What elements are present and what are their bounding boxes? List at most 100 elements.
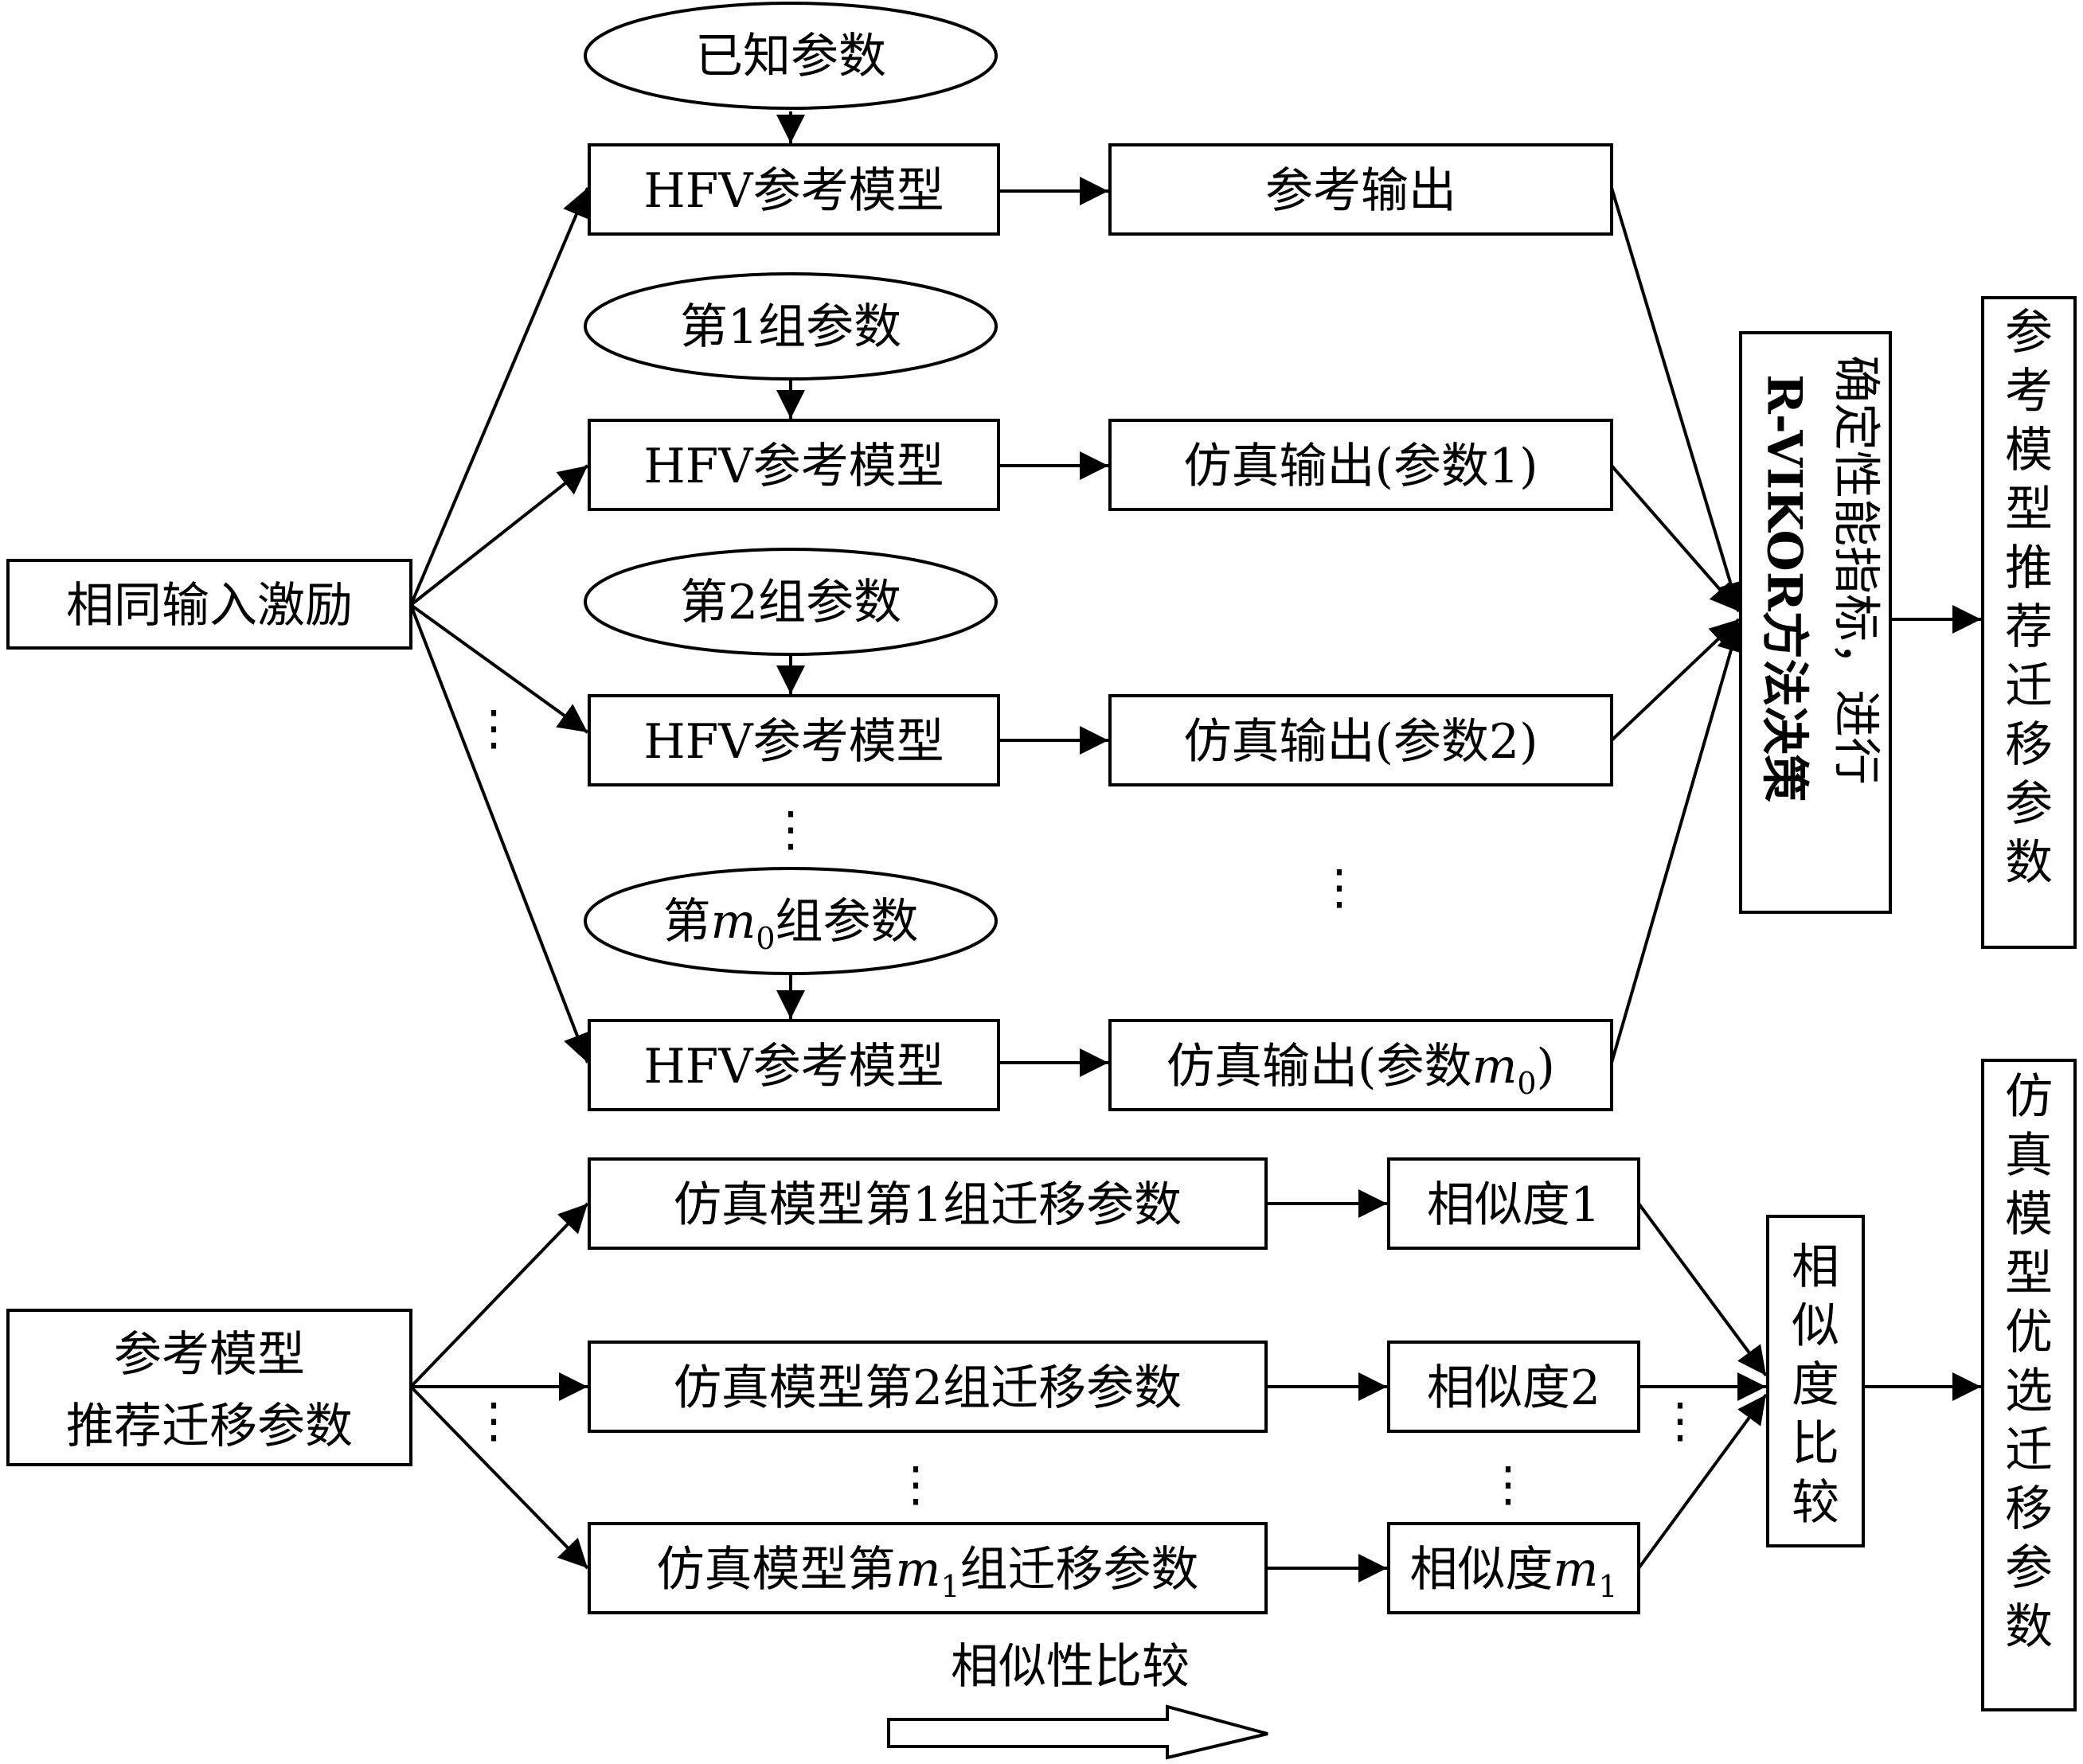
vertical-char: 参: [2005, 1540, 2053, 1596]
edge-sim-output2-to-decision: [1610, 618, 1741, 742]
ref-recommend-box: [6, 1309, 412, 1466]
ellipsis-upper-middle: ⋮: [767, 802, 815, 857]
vertical-char: 仿: [2005, 1069, 2053, 1125]
lower-edges: [409, 1189, 1981, 1583]
ref-recommend-line-2: 推荐迁移参数: [66, 1399, 353, 1454]
vertical-char: 数: [2005, 1599, 2053, 1655]
similarity-compare-box: [1766, 1215, 1865, 1547]
ellipsis-upper-right: ⋮: [1315, 860, 1363, 915]
vertical-char: 推: [2005, 541, 2053, 596]
sim-group-m1-box: [588, 1522, 1268, 1614]
sim-group-m1-prefix: 仿真模型第: [656, 1542, 895, 1598]
similarity2-box: [1387, 1341, 1640, 1433]
decision-line-2: R-VIKOR方法决策: [1757, 374, 1812, 802]
sim-output-m0-box: [1108, 1019, 1613, 1111]
vertical-char: 度: [1792, 1357, 1839, 1413]
hfv-model-label-1: HFV参考模型: [643, 439, 944, 494]
recommend-params-box: [1981, 296, 2077, 949]
edge-ref-output-to-decision: [1610, 187, 1745, 612]
hollow-right-arrow: [887, 1704, 1268, 1760]
sim-group2-box: [588, 1341, 1268, 1433]
vertical-char: 荐: [2005, 599, 2053, 655]
edge-input-to-model-m0: [409, 604, 591, 1063]
similarity1-box: [1387, 1157, 1640, 1250]
known-params-ellipse: [584, 2, 998, 110]
hfv-model-label-2: HFV参考模型: [643, 714, 944, 770]
group-m0-params-ellipse: [584, 867, 998, 975]
sim-output1-box: [1108, 419, 1613, 511]
sim-group2-label: 仿真模型第2组迁移参数: [674, 1360, 1182, 1416]
sim-group-m1-sub: 1: [940, 1569, 959, 1604]
decision-line-1: 确定性能指标，进行: [1827, 355, 1883, 785]
ref-recommend-line-1: 参考模型: [114, 1327, 305, 1383]
vertical-char: 相: [1792, 1239, 1839, 1295]
same-input-label: 相同输入激励: [66, 578, 353, 634]
group-m0-params-label: 第m0组参数: [662, 894, 918, 956]
sim-output-m0-label: 仿真输出(参数m0): [1167, 1039, 1555, 1101]
similarity-m1-label: 相似度m1: [1409, 1542, 1617, 1604]
vertical-char: 型: [2005, 1246, 2053, 1302]
optimal-params-label: 仿真模型优选迁移参数: [2005, 1069, 2053, 1655]
group1-params-label: 第1组参数: [680, 299, 901, 355]
hfv-model-box-1: [588, 419, 1000, 511]
r-vikor-decision-box: [1739, 331, 1892, 914]
vertical-char: 迁: [2005, 658, 2053, 714]
vertical-char: 迁: [2005, 1423, 2053, 1478]
group2-params-ellipse: [584, 548, 998, 656]
vertical-char: 移: [2005, 717, 2053, 773]
ellipsis-lower-far-right: ⋮: [1656, 1393, 1704, 1449]
similarity-m1-sub: 1: [1598, 1569, 1617, 1604]
similarity-m1-var: m: [1553, 1542, 1598, 1598]
known-params-label: 已知参数: [695, 29, 886, 84]
vertical-char: 似: [1792, 1298, 1839, 1354]
similarity-compare-label: 相似度比较: [1792, 1239, 1839, 1531]
group1-params-ellipse: [584, 272, 998, 381]
hfv-model-box-m0: [588, 1019, 1000, 1111]
vertical-char: 比: [1792, 1416, 1839, 1472]
vertical-char: 数: [2005, 835, 2053, 891]
sim-group-m1-var: m: [895, 1542, 940, 1598]
vertical-char: 真: [2005, 1128, 2053, 1184]
upper-edges: [409, 111, 1981, 1077]
edge-similaritym1-to-compare: [1637, 1393, 1768, 1570]
ellipsis-lower-right: ⋮: [1484, 1457, 1532, 1512]
edge-sim-output1-to-decision: [1610, 464, 1741, 613]
sim-group1-box: [588, 1157, 1268, 1250]
vertical-char: 考: [2005, 364, 2053, 420]
hfv-model-label-m0: HFV参考模型: [643, 1039, 944, 1095]
vertical-char: 移: [2005, 1481, 2053, 1537]
sim-output2-label: 仿真输出(参数2): [1184, 714, 1538, 770]
sim-output2-box: [1108, 694, 1613, 786]
hfv-model-label-ref: HFV参考模型: [643, 163, 944, 219]
edge-ref-recommend-to-simm1: [409, 1385, 589, 1570]
sim-group-m1-label: 仿真模型第m1组迁移参数: [656, 1542, 1198, 1604]
vertical-char: 参: [2005, 776, 2053, 832]
vertical-char: 模: [2005, 423, 2053, 478]
sim-output1-label: 仿真输出(参数1): [1184, 439, 1538, 494]
edge-input-to-model-1: [409, 464, 589, 607]
edge-input-to-model-ref: [409, 187, 590, 606]
hfv-model-box-ref: [588, 143, 1000, 236]
edge-similarity1-to-compare: [1637, 1202, 1768, 1377]
similarity-m1-prefix: 相似度: [1409, 1542, 1553, 1598]
ellipsis-upper-left: ⋮: [470, 701, 518, 756]
vertical-char: 优: [2005, 1305, 2053, 1360]
group-m0-suffix: 组参数: [776, 894, 919, 950]
decision-line-1-group: 确定性能指标，进行: [1827, 355, 1883, 785]
hfv-model-box-2: [588, 694, 1000, 786]
edge-input-to-model-2: [409, 603, 589, 734]
similarity-comparison-caption: 相似性比较: [951, 1639, 1190, 1695]
recommend-params-label: 参考模型推荐迁移参数: [2005, 305, 2053, 891]
edge-sim-outputm0-to-decision: [1610, 622, 1745, 1063]
sim-output-m0-prefix: 仿真输出(参数: [1167, 1039, 1471, 1095]
group-m0-var: m: [710, 894, 756, 950]
sim-output-m0-suffix: ): [1537, 1039, 1555, 1095]
ref-output-box: [1108, 143, 1613, 236]
vertical-char: 参: [2005, 305, 2053, 361]
vertical-char: 选: [2005, 1364, 2053, 1419]
vertical-char: 较: [1792, 1475, 1839, 1531]
sim-output-m0-var: m: [1471, 1039, 1517, 1095]
same-input-box: [6, 559, 412, 650]
sim-output-m0-sub: 0: [1517, 1066, 1536, 1101]
